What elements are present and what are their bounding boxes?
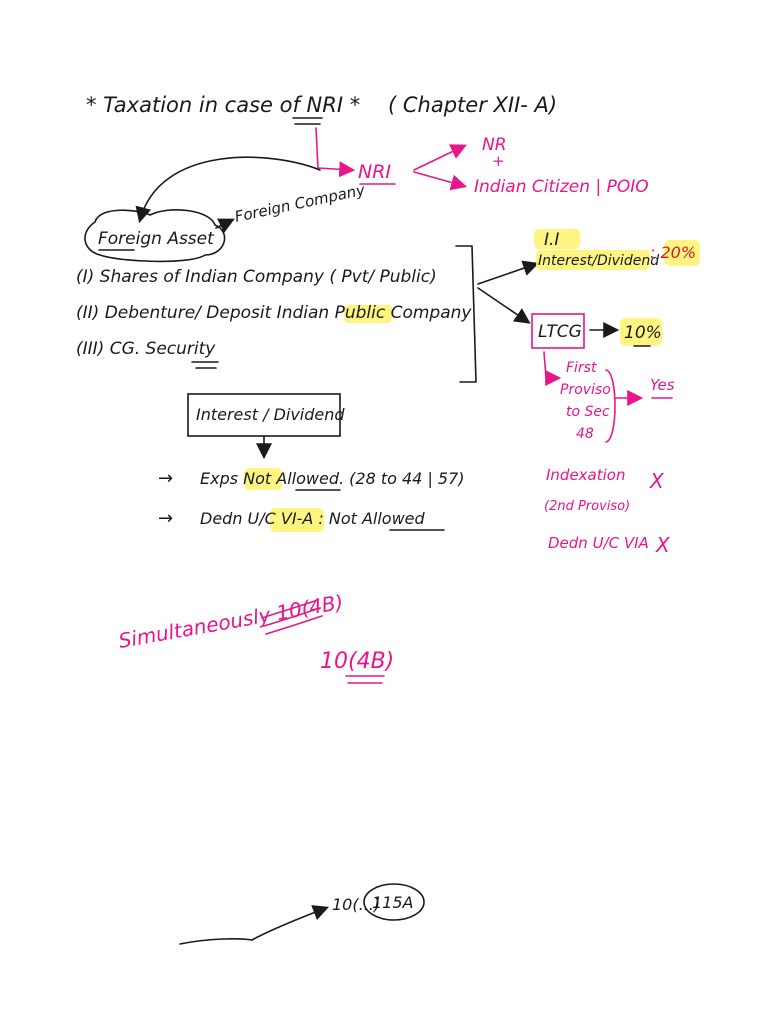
- yes-label: Yes: [650, 376, 675, 394]
- bottom-base-line: [179, 938, 253, 945]
- rate-20-label: : 20%: [650, 243, 696, 262]
- second-proviso-label: (2nd Proviso): [544, 499, 630, 514]
- ltcg-proviso-arrow: [543, 351, 562, 386]
- scribble-2: [263, 607, 321, 627]
- simultaneously-label: Simultaneously 10(4B): [117, 590, 345, 653]
- proviso-line-4: 48: [576, 426, 594, 442]
- rule-1-text: Exps Not Allowed. (28 to 44 | 57): [200, 469, 465, 488]
- ltcg-label: LTCG: [538, 322, 582, 342]
- scribble-1: [261, 599, 319, 619]
- bottom-arrow: [251, 905, 329, 941]
- page-title: * Taxation in case of NRI *: [86, 93, 360, 117]
- chapter-label: ( Chapter XII- A): [388, 93, 557, 117]
- asset-to-company-arrow: [215, 218, 235, 233]
- proviso-line-3: to Sec: [566, 404, 610, 420]
- ten-4b-label: 10(4B): [320, 649, 394, 674]
- curved-arrow-to-asset: [135, 156, 321, 224]
- asset-item-3: (III) CG. Security: [76, 339, 216, 359]
- indexation-label: Indexation: [546, 466, 625, 484]
- interest-dividend-right: Interest/Dividend: [538, 253, 659, 269]
- rule-2-text: Dedn U/C VI-A : Not Allowed: [200, 509, 426, 528]
- asset-item-1: (I) Shares of Indian Company ( Pvt/ Publ…: [76, 267, 437, 287]
- indian-citizen-label: Indian Citizen | POIO: [474, 177, 649, 197]
- foreign-company-label: Foreign Company: [233, 181, 367, 226]
- rate-10-highlight: [620, 318, 662, 346]
- bottom-label: 10(...): [332, 895, 380, 914]
- bottom-circled-label: 115A: [372, 893, 413, 912]
- ltcg-box: [531, 313, 585, 349]
- nr-label: NR: [482, 135, 507, 155]
- rule-1-arrow: →: [158, 468, 173, 489]
- interest-dividend-box-label: Interest / Dividend: [196, 405, 345, 424]
- rate-20-highlight: [664, 240, 700, 266]
- via-highlight: [270, 508, 324, 532]
- asset-item-2: (II) Debenture/ Deposit Indian Public Co…: [76, 303, 472, 323]
- interest-dividend-highlight: [536, 250, 650, 270]
- nri-pointer-arrow: [315, 127, 356, 178]
- not-highlight: [244, 468, 282, 490]
- nr-branch-arrow: [413, 144, 467, 171]
- foreign-asset-cloud: [84, 209, 226, 263]
- deduction-right-label: Dedn U/C VIA: [548, 534, 649, 552]
- plus-sign: +: [492, 152, 505, 170]
- rate-10-label: 10%: [624, 323, 662, 343]
- deduction-cross: X: [655, 533, 671, 557]
- ii-highlight: [534, 229, 580, 249]
- citizen-branch-arrow: [413, 171, 468, 191]
- assets-bracket: [455, 245, 477, 383]
- rule-2-arrow: →: [158, 508, 173, 529]
- proviso-brace: [605, 369, 616, 443]
- foreign-asset-label: Foreign Asset: [98, 229, 215, 249]
- proviso-line-1: First: [566, 360, 597, 376]
- bracket-to-interest-arrow: [477, 260, 540, 285]
- scribble-3: [265, 615, 323, 635]
- proviso-line-2: Proviso: [560, 382, 611, 398]
- public-highlight: [344, 305, 392, 323]
- indexation-cross: X: [649, 469, 665, 493]
- bracket-to-ltcg-arrow: [477, 287, 531, 324]
- nri-label: NRI: [358, 161, 391, 183]
- bottom-circle: [363, 883, 425, 921]
- ii-label: I.I: [544, 230, 559, 250]
